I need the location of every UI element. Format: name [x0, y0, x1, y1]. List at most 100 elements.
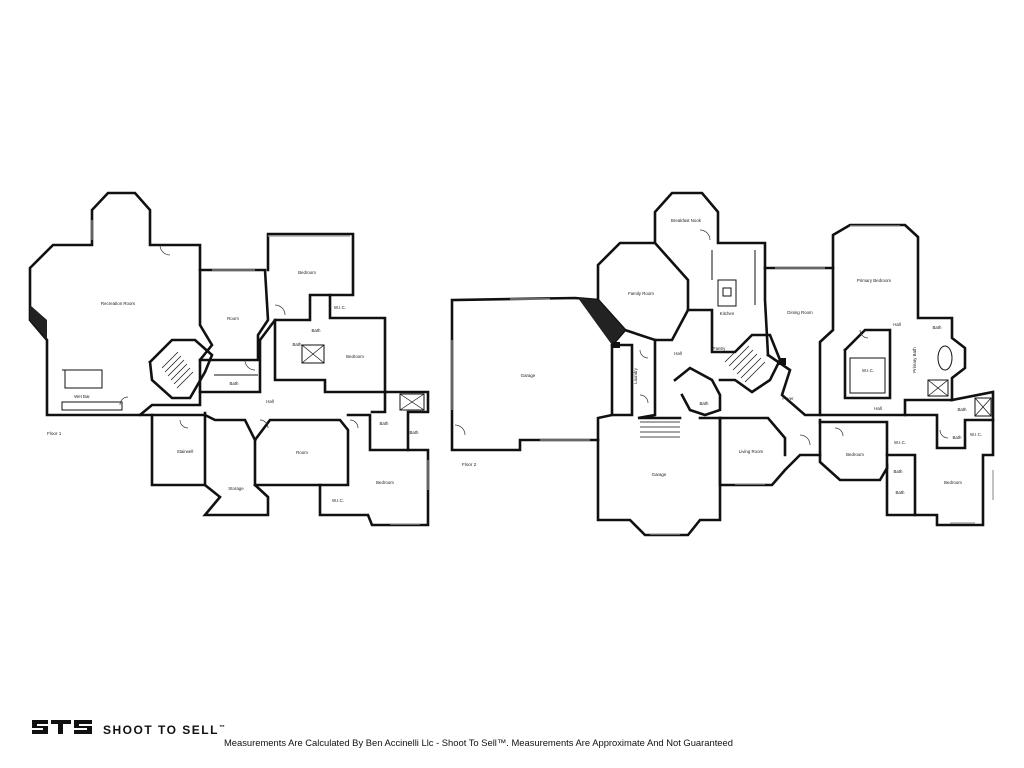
- door-swing: [699, 229, 711, 241]
- door-swing: [274, 304, 286, 316]
- wet-bar-counter: [61, 401, 123, 411]
- room-label-wet-bar: Wet Bar: [74, 394, 90, 399]
- floor-1-outer-wall: [28, 191, 214, 417]
- door-swing: [939, 429, 949, 439]
- room-label-bath: Bath: [229, 381, 239, 386]
- room-label-foyer: Foyer: [782, 396, 794, 401]
- room-label-bath: Bath: [699, 401, 709, 406]
- door-swing: [799, 434, 811, 446]
- brand-trademark: ™: [218, 725, 225, 731]
- room-label-wic: W.I.C.: [894, 440, 906, 445]
- pool-table: [64, 369, 103, 389]
- primary-bath-tub: [937, 345, 953, 371]
- door-swing: [834, 427, 844, 437]
- room-label-bath: Bath: [893, 469, 903, 474]
- room-label-primary-bedroom: Primary Bedroom: [857, 278, 892, 283]
- floor-2-column: [779, 358, 786, 365]
- room-label-hall: Hall: [874, 406, 882, 411]
- room-label-bath: Bath: [292, 342, 302, 347]
- room-label-wic: W.I.C.: [332, 498, 344, 503]
- floor-2-bath-wall: [885, 453, 917, 517]
- measurement-disclaimer: Measurements Are Calculated By Ben Accin…: [224, 737, 733, 748]
- sts-logo-icon: [32, 720, 92, 734]
- room-label-wic: W.I.C.: [970, 432, 982, 437]
- room-label-garage: Garage: [521, 373, 536, 378]
- room-label-room: Room: [227, 316, 239, 321]
- bath-shower: [974, 397, 992, 417]
- floor-2-plan: Breakfast Nook Family Room Kitchen Dinin…: [450, 191, 995, 537]
- shower-x: [927, 379, 949, 397]
- room-label-bedroom: Bedroom: [376, 480, 394, 485]
- floor-2-fireplace: [578, 298, 625, 345]
- room-label-bath: Bath: [952, 435, 962, 440]
- room-label-garage: Garage: [652, 472, 667, 477]
- floor-2-kitchen-wall: [686, 308, 782, 394]
- floor-2-bath-a-wall: [673, 366, 722, 417]
- floor-2-label: Floor 2: [462, 462, 477, 467]
- room-label-kitchen: Kitchen: [720, 311, 735, 316]
- floor-2-stairs-main: [724, 341, 766, 383]
- door-swing: [454, 424, 466, 436]
- room-label-bath: Bath: [895, 490, 905, 495]
- floor-2-family-room-inner: [623, 241, 690, 342]
- floor-1-plan: Recreation Room Bedroom Room W.I.C. Bath…: [28, 191, 430, 527]
- room-label-stairwell: Stairwell: [177, 449, 194, 454]
- floor-2-stairs-garage: [640, 421, 680, 438]
- door-swing: [349, 419, 359, 429]
- shower-stall-b: [399, 393, 425, 411]
- room-label-breakfast-nook: Breakfast Nook: [671, 218, 702, 223]
- floor-1-bath-d-wall: [346, 413, 410, 452]
- room-label-recreation-room: Recreation Room: [101, 301, 136, 306]
- floor-1-stairs: [161, 351, 194, 389]
- floor-1-hall-wall: [198, 293, 332, 394]
- floor-1-label: Floor 1: [47, 431, 62, 436]
- shower-x-b2: [399, 393, 425, 411]
- room-label-bath: Bath: [311, 328, 321, 333]
- room-label-family-room: Family Room: [628, 291, 654, 296]
- wic-shelving: [849, 357, 886, 394]
- room-label-storage: Storage: [228, 486, 244, 491]
- floor-1-bedroom-a-wall: [266, 232, 387, 394]
- door-swing: [259, 419, 269, 429]
- floor-2-laundry-wall: [610, 343, 634, 417]
- brand-name: SHOOT TO SELL™: [103, 723, 225, 737]
- room-label-room: Room: [296, 450, 308, 455]
- floor-2-column: [612, 342, 620, 348]
- floor-1-bath-wall: [273, 318, 387, 414]
- door-swing: [244, 359, 256, 371]
- kitchen-island: [717, 279, 737, 307]
- room-label-living-room: Living Room: [739, 449, 764, 454]
- room-label-pantry: Pantry: [713, 346, 726, 351]
- kitchen-sink: [722, 287, 732, 297]
- room-label-bath: Bath: [379, 421, 389, 426]
- brand-name-text: SHOOT TO SELL: [103, 723, 219, 737]
- room-label-bedroom: Bedroom: [846, 452, 864, 457]
- floor-2-wic-wall: [843, 328, 892, 400]
- primary-shower: [927, 379, 949, 397]
- floor-2-living-inner-wall: [718, 416, 787, 457]
- floor-2-garage-b-wall: [596, 416, 722, 537]
- floor-2-living-room-wall: [718, 416, 822, 487]
- room-label-wic: W.I.C.: [862, 368, 874, 373]
- floor-2-family-room-wall: [596, 191, 770, 357]
- room-label-dining-room: Dining Room: [787, 310, 813, 315]
- floor-1-hall-south-wall: [138, 413, 257, 442]
- floor-2-bedroom-wall: [818, 420, 889, 470]
- shower-x-a2: [301, 344, 325, 364]
- room-label-hall: Hall: [266, 399, 274, 404]
- room-label-bath: Bath: [409, 430, 419, 435]
- door-swing: [639, 349, 649, 359]
- floor-2-foyer-wall: [766, 353, 822, 417]
- floor-1-storage-wall: [202, 483, 270, 517]
- door-swing: [159, 244, 171, 256]
- floor-1-bedroom-c-wall: [318, 390, 430, 527]
- room-label-bedroom: Bedroom: [944, 480, 962, 485]
- door-swing: [859, 329, 869, 339]
- room-label-bath: Bath: [932, 325, 942, 330]
- floor-2-hall-b-wall: [637, 338, 682, 420]
- floor-1-fireplace: [30, 305, 47, 340]
- room-label-wic: W.I.C.: [334, 305, 346, 310]
- floor-2-hall-wall: [903, 413, 995, 450]
- shower-stall-a: [301, 344, 325, 364]
- door-swing: [639, 394, 649, 404]
